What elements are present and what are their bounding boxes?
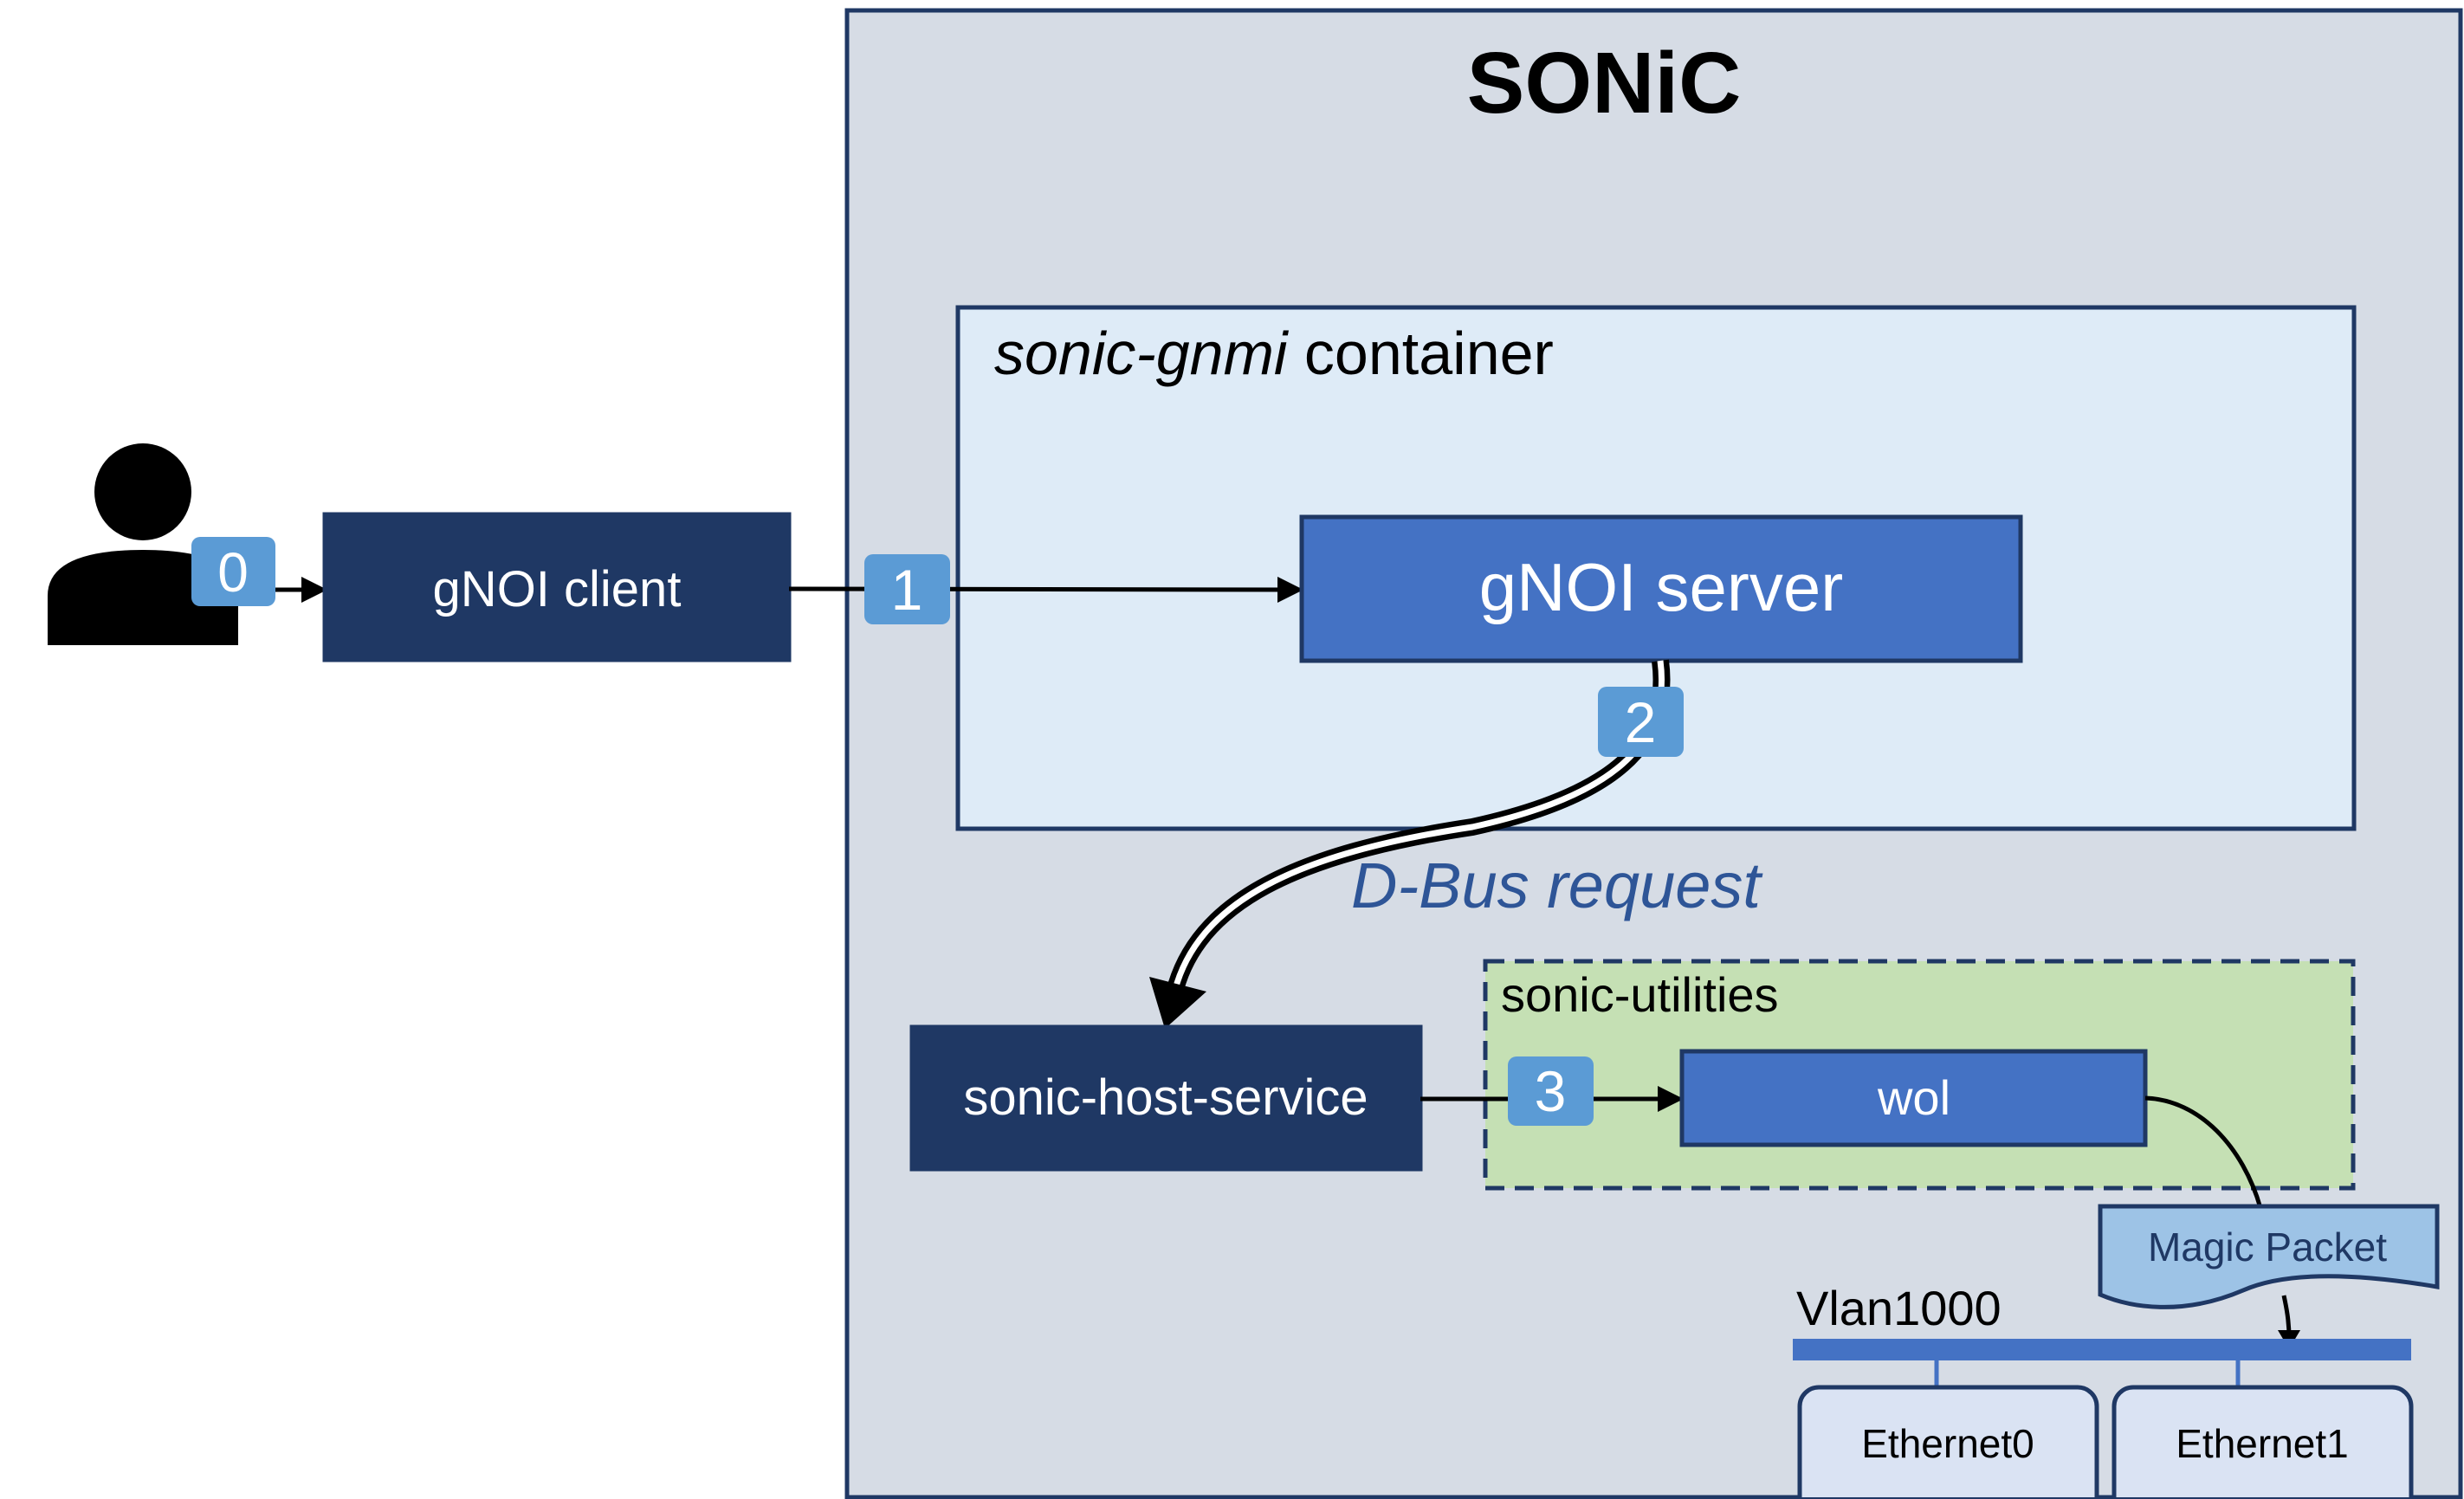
- gnoi-server-label: gNOI server: [1479, 549, 1843, 625]
- dbus-label: D-Bus request: [1351, 850, 1763, 921]
- ethernet1-label: Ethernet1: [2176, 1421, 2348, 1466]
- gnoi-client-box[interactable]: [322, 512, 792, 662]
- magic-packet-label: Magic Packet: [2148, 1224, 2387, 1270]
- gnmi-container-title-rest: container: [1287, 320, 1553, 387]
- sonic-host-service-box[interactable]: [909, 1024, 1423, 1172]
- ethernet1-box[interactable]: [2112, 1385, 2414, 1499]
- vlan-bar: [1793, 1339, 2411, 1360]
- gnmi-container-title: sonic-gnmi container: [994, 320, 1554, 387]
- ethernet0-label: Ethernet0: [1861, 1421, 2034, 1466]
- sonic-title: SONiC: [1467, 35, 1742, 132]
- ethernet0-box[interactable]: [1797, 1385, 2099, 1499]
- step-badge-2: 2: [1598, 687, 1684, 757]
- step-badge-3: 3: [1508, 1056, 1594, 1126]
- gnmi-container-title-italic: sonic-gnmi: [994, 320, 1290, 387]
- step-badge-1: 1: [864, 554, 950, 624]
- magic-packet-shape[interactable]: [2098, 1204, 2440, 1309]
- step-badge-0: 0: [191, 537, 275, 606]
- gnoi-client-label: gNOI client: [433, 561, 682, 617]
- vlan-label: Vlan1000: [1796, 1281, 2002, 1335]
- wol-box[interactable]: [1679, 1049, 2148, 1147]
- person-icon: [48, 443, 238, 645]
- step-badge-0-label: 0: [217, 541, 249, 604]
- gnoi-server-box[interactable]: [1299, 514, 2023, 663]
- step-badge-1-label: 1: [891, 558, 923, 622]
- wol-to-packet-line: [2144, 1095, 2263, 1209]
- sonic-utilities-label: sonic-utilities: [1501, 967, 1779, 1022]
- step-badge-2-label: 2: [1625, 690, 1657, 754]
- wol-label: wol: [1877, 1070, 1950, 1125]
- step-badge-3-label: 3: [1535, 1059, 1567, 1123]
- sonic-host-service-label: sonic-host-service: [963, 1069, 1368, 1126]
